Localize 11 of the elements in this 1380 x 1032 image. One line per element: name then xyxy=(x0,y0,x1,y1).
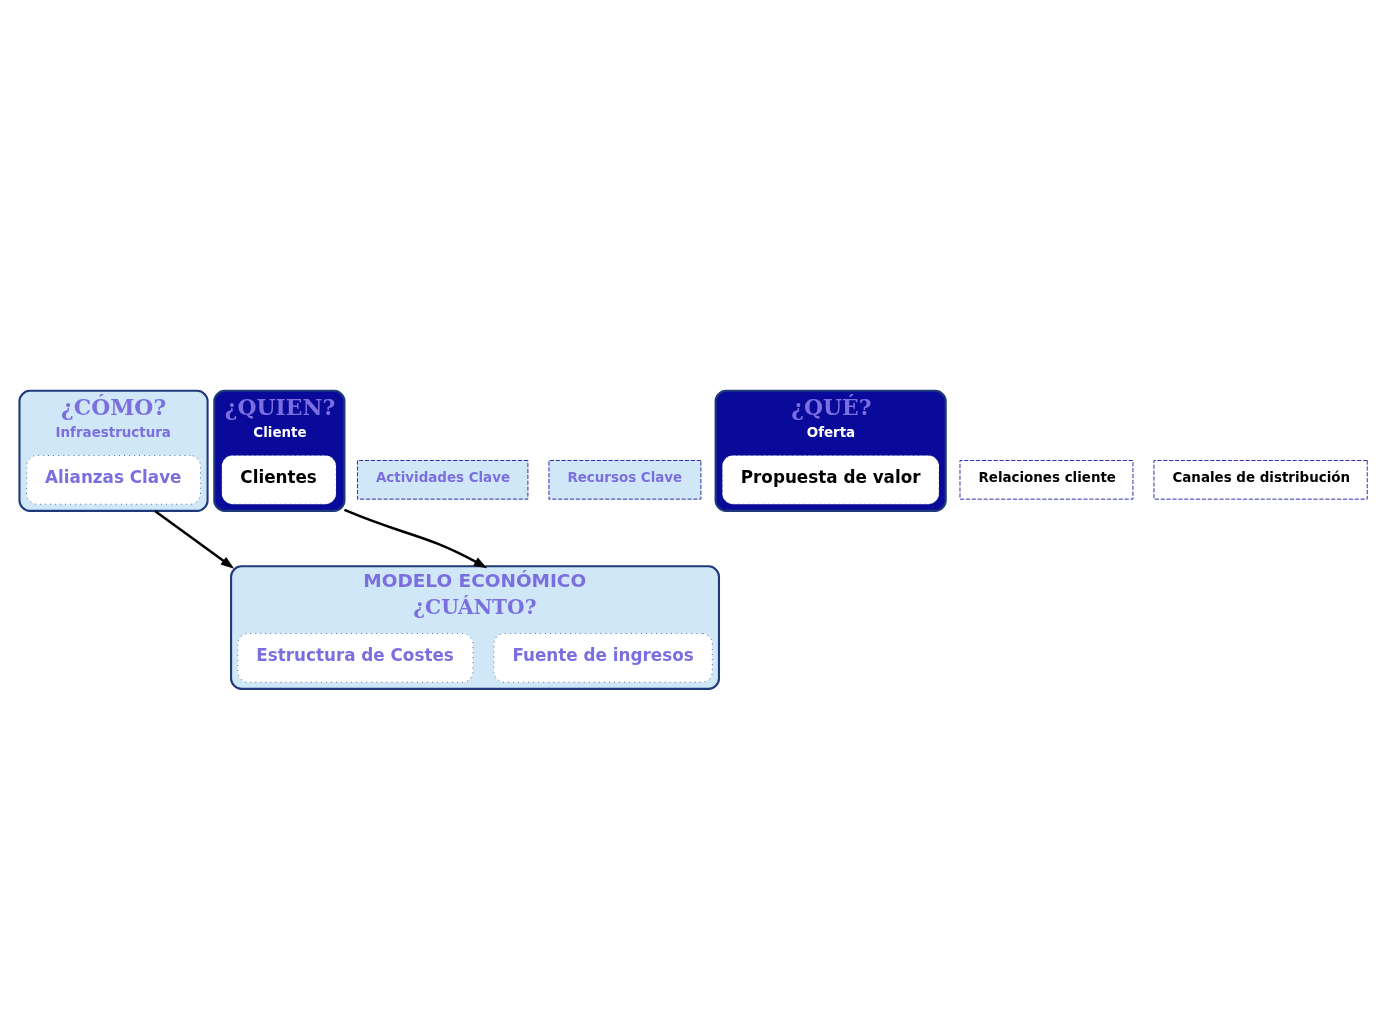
node-box: Recursos Clave xyxy=(548,460,702,500)
node-box: Fuente de ingresos xyxy=(493,633,713,683)
node-box: Actividades Clave xyxy=(357,460,529,500)
node-box: Propuesta de valor xyxy=(721,455,940,505)
node-box: Relaciones cliente xyxy=(959,460,1134,500)
node-box: Estructura de Costes xyxy=(237,633,474,683)
node-box: Canales de distribución xyxy=(1153,460,1368,500)
arrow xyxy=(154,509,235,569)
node-box: Alianzas Clave xyxy=(26,455,201,505)
node-box: Clientes xyxy=(221,455,337,505)
arrow xyxy=(343,508,488,569)
